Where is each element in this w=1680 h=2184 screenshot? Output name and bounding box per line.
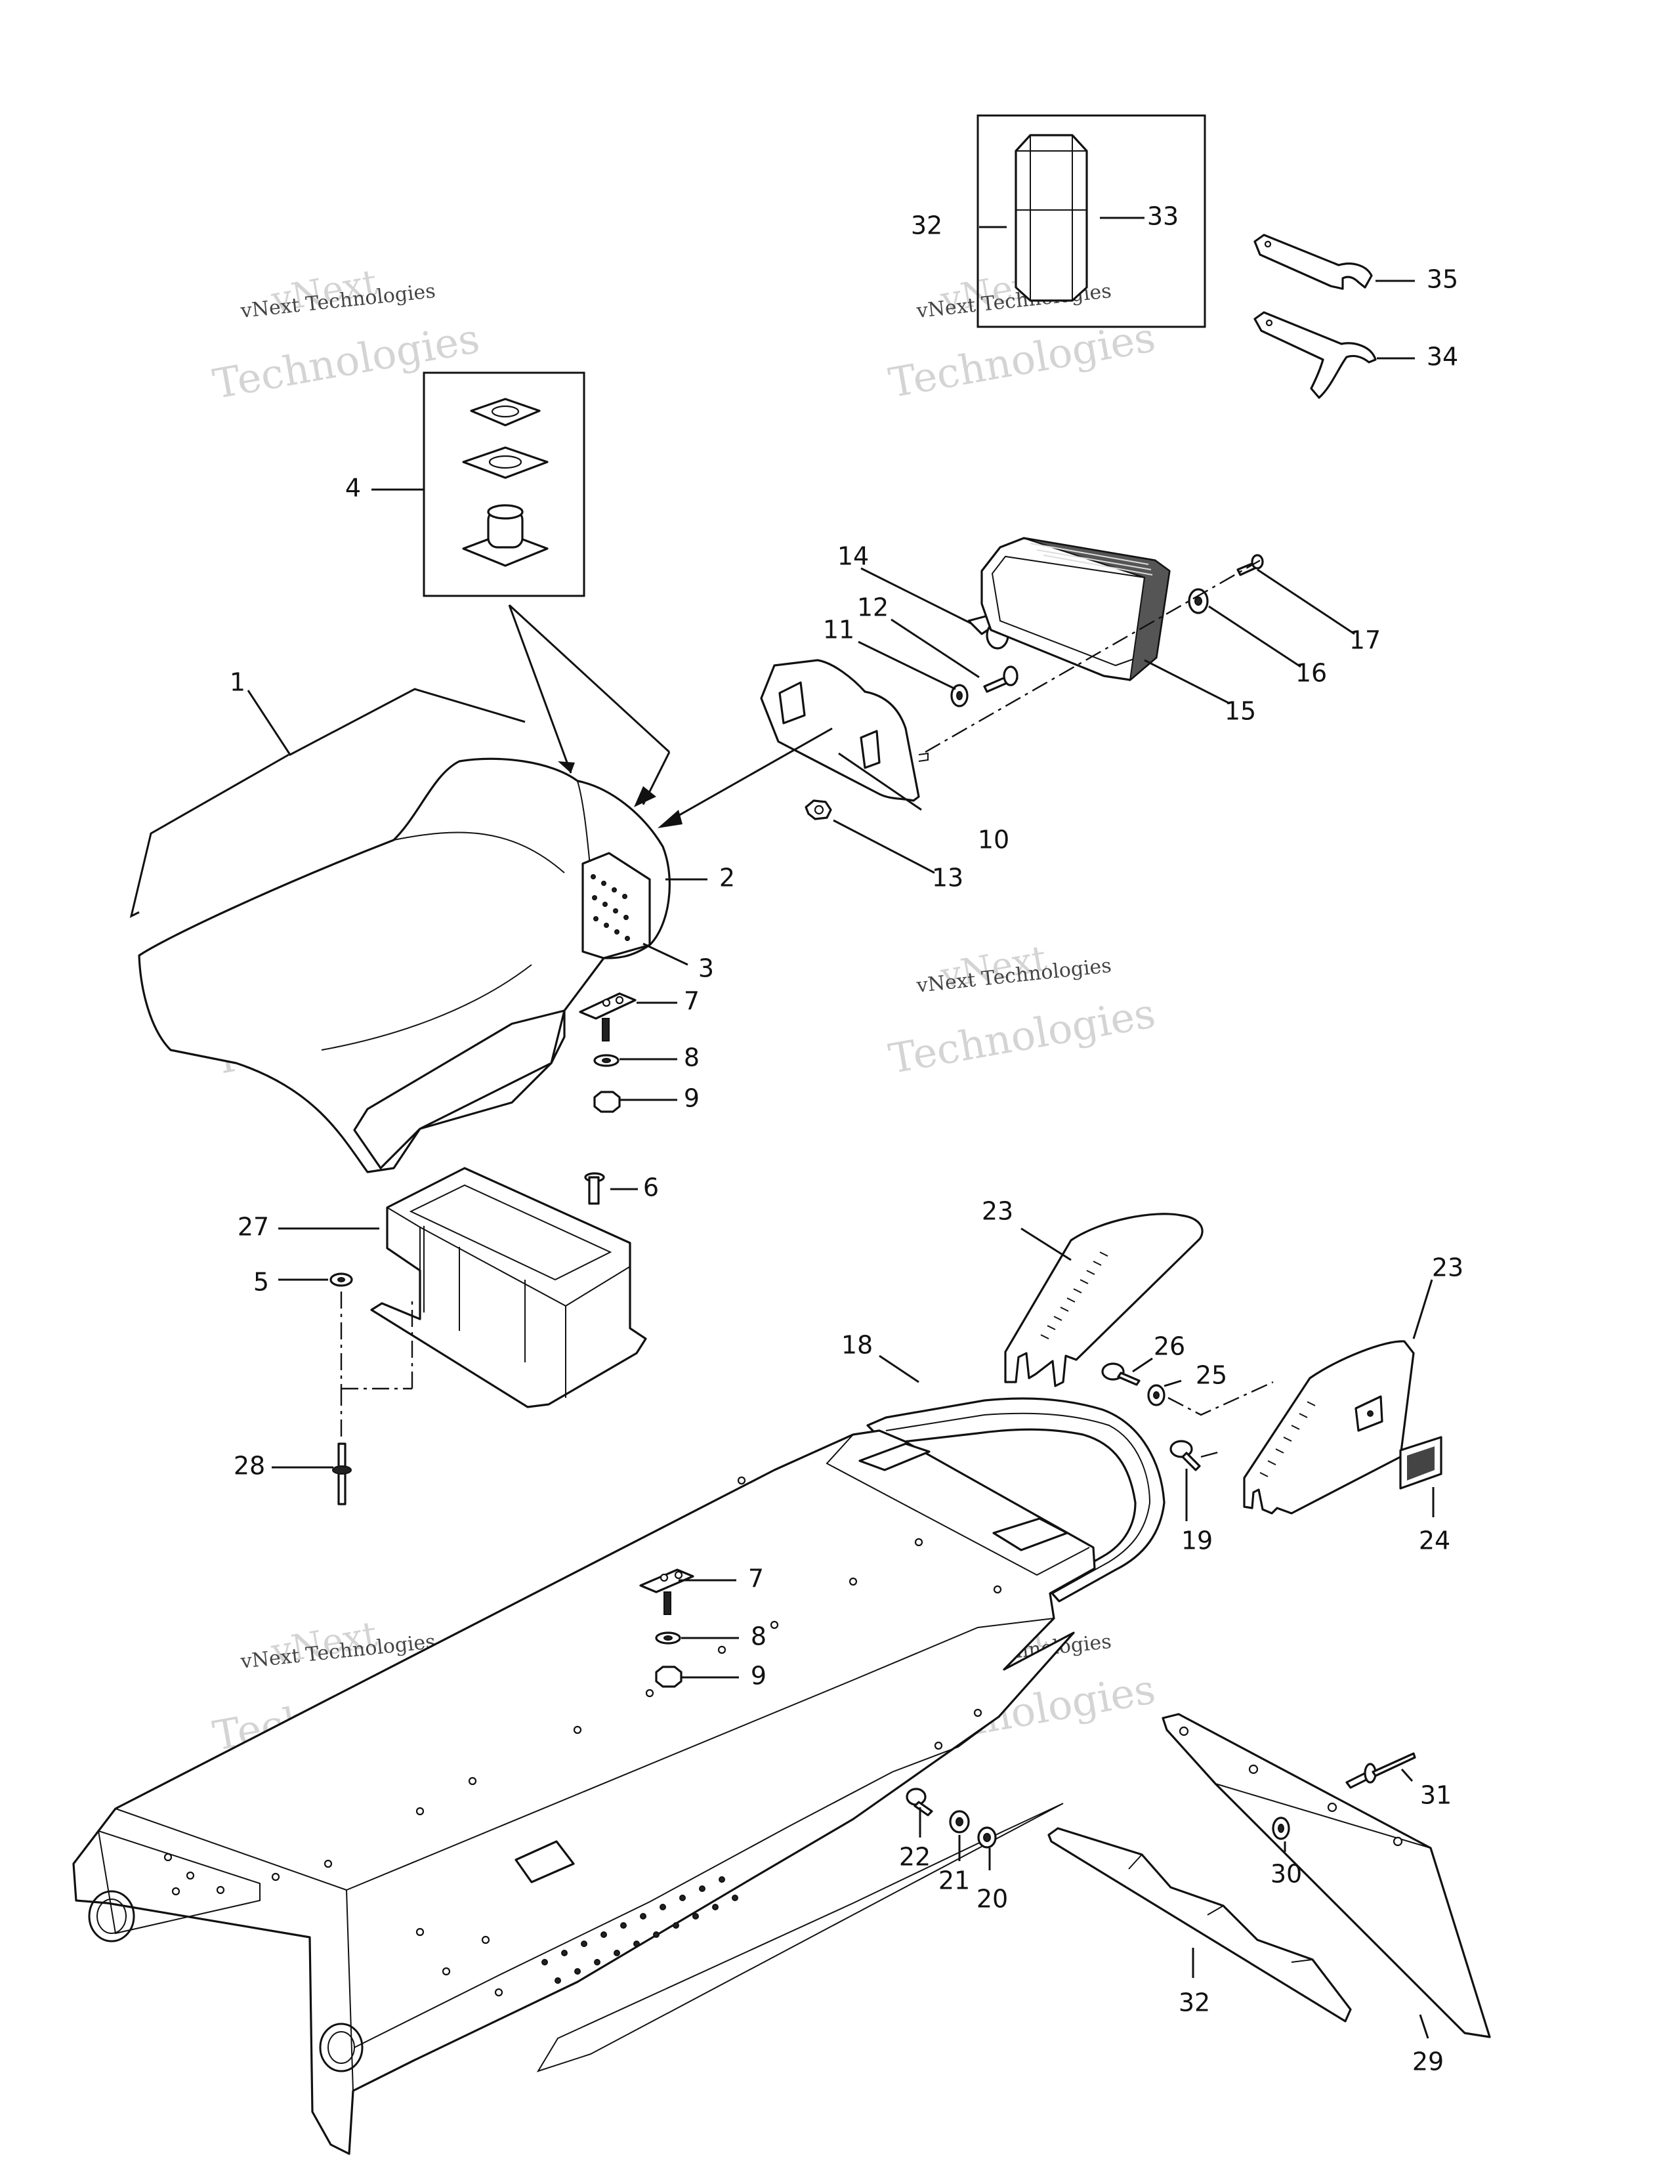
tunnel-holes	[163, 1476, 1002, 1997]
washer-21	[949, 1810, 970, 1834]
screw-26	[1101, 1362, 1141, 1386]
callout-c24: 24	[1419, 1526, 1450, 1555]
storage-box-27	[370, 1167, 647, 1408]
callout-c32b: 32	[1179, 1988, 1210, 2017]
washer-5	[329, 1272, 353, 1287]
callout-c33: 33	[1147, 202, 1179, 231]
callout-c9a: 9	[684, 1084, 700, 1113]
callout-c9b: 9	[751, 1662, 766, 1690]
watermark: vNext Technologies	[885, 937, 1159, 1083]
washer-16	[1188, 588, 1209, 614]
callout-c15: 15	[1225, 697, 1256, 726]
alignment-line	[1167, 1381, 1274, 1458]
callout-c5: 5	[253, 1268, 269, 1297]
callout-c32a: 32	[911, 211, 942, 240]
rivet-28	[332, 1442, 352, 1505]
alignment-line	[340, 1292, 413, 1441]
callout-c13: 13	[932, 864, 963, 892]
callout-c27: 27	[238, 1213, 269, 1242]
plate-32	[1047, 1827, 1352, 2023]
tail-light-lens-15	[980, 537, 1171, 682]
rivet-31	[1345, 1752, 1416, 1789]
fastener-stack-upper	[579, 992, 637, 1113]
callout-c25: 25	[1196, 1361, 1227, 1390]
callout-c12: 12	[857, 593, 889, 622]
callout-c17: 17	[1349, 626, 1381, 655]
callout-c6: 6	[643, 1173, 659, 1202]
callout-c7b: 7	[748, 1564, 764, 1593]
callout-c2: 2	[719, 864, 735, 892]
callout-c8b: 8	[751, 1622, 766, 1651]
reflector-24	[1399, 1436, 1442, 1490]
callout-labels: 1234567897891011121314151617181920212223…	[230, 202, 1463, 2076]
callout-c29: 29	[1412, 2048, 1444, 2076]
callout-c21: 21	[938, 1866, 970, 1895]
washer-20	[977, 1826, 997, 1849]
screw-12	[983, 665, 1018, 693]
kit-box-32	[976, 114, 1206, 328]
alignment-line	[925, 559, 1261, 753]
callout-c23b: 23	[1432, 1253, 1463, 1282]
pin-6	[584, 1172, 605, 1205]
tail-light-base-10	[760, 659, 929, 802]
grommet-30	[1272, 1816, 1290, 1840]
mud-flap-29	[1162, 1713, 1491, 2038]
watermark: vNext Technologies	[209, 261, 483, 408]
callout-c26: 26	[1154, 1332, 1185, 1361]
callout-c35: 35	[1427, 265, 1458, 294]
side-cover-23-right	[1243, 1340, 1415, 1515]
callout-c20: 20	[976, 1885, 1008, 1914]
kit-box-4	[423, 371, 585, 597]
washer-25	[1147, 1384, 1166, 1406]
spanner-wrench-35	[1253, 234, 1373, 290]
perforated-plate-3	[591, 874, 630, 941]
callout-c10: 10	[978, 826, 1009, 854]
callout-c7a: 7	[684, 987, 700, 1016]
callout-c14: 14	[837, 542, 869, 571]
watermark-word: Technologies	[885, 989, 1159, 1083]
callout-c16: 16	[1295, 659, 1327, 688]
callout-c4: 4	[345, 474, 361, 503]
tunnel	[72, 1429, 1096, 2155]
callout-c23a: 23	[982, 1197, 1013, 1226]
callout-c1: 1	[230, 668, 245, 697]
grab-handle-18	[866, 1397, 1166, 1603]
callout-c8a: 8	[684, 1043, 700, 1072]
side-cover-23-left	[1004, 1213, 1204, 1387]
callout-c11: 11	[823, 616, 854, 644]
callout-c3: 3	[698, 954, 714, 983]
watermark-word: Technologies	[209, 314, 483, 408]
callout-c22: 22	[899, 1843, 931, 1872]
nut-13	[805, 799, 832, 820]
screw-19	[1169, 1440, 1201, 1471]
bolt-22	[906, 1788, 933, 1816]
spanner-wrench-34	[1253, 311, 1377, 399]
callout-c34: 34	[1427, 343, 1458, 371]
callout-c19: 19	[1181, 1526, 1213, 1555]
callout-c30: 30	[1270, 1860, 1302, 1889]
callout-c18: 18	[841, 1331, 873, 1360]
washer-11	[950, 684, 969, 707]
leader-lines	[129, 217, 1435, 2039]
seat-assembly	[138, 757, 671, 1173]
callout-c31: 31	[1420, 1781, 1452, 1810]
fastener-stack-lower	[639, 1568, 694, 1688]
callout-c28: 28	[234, 1452, 265, 1480]
